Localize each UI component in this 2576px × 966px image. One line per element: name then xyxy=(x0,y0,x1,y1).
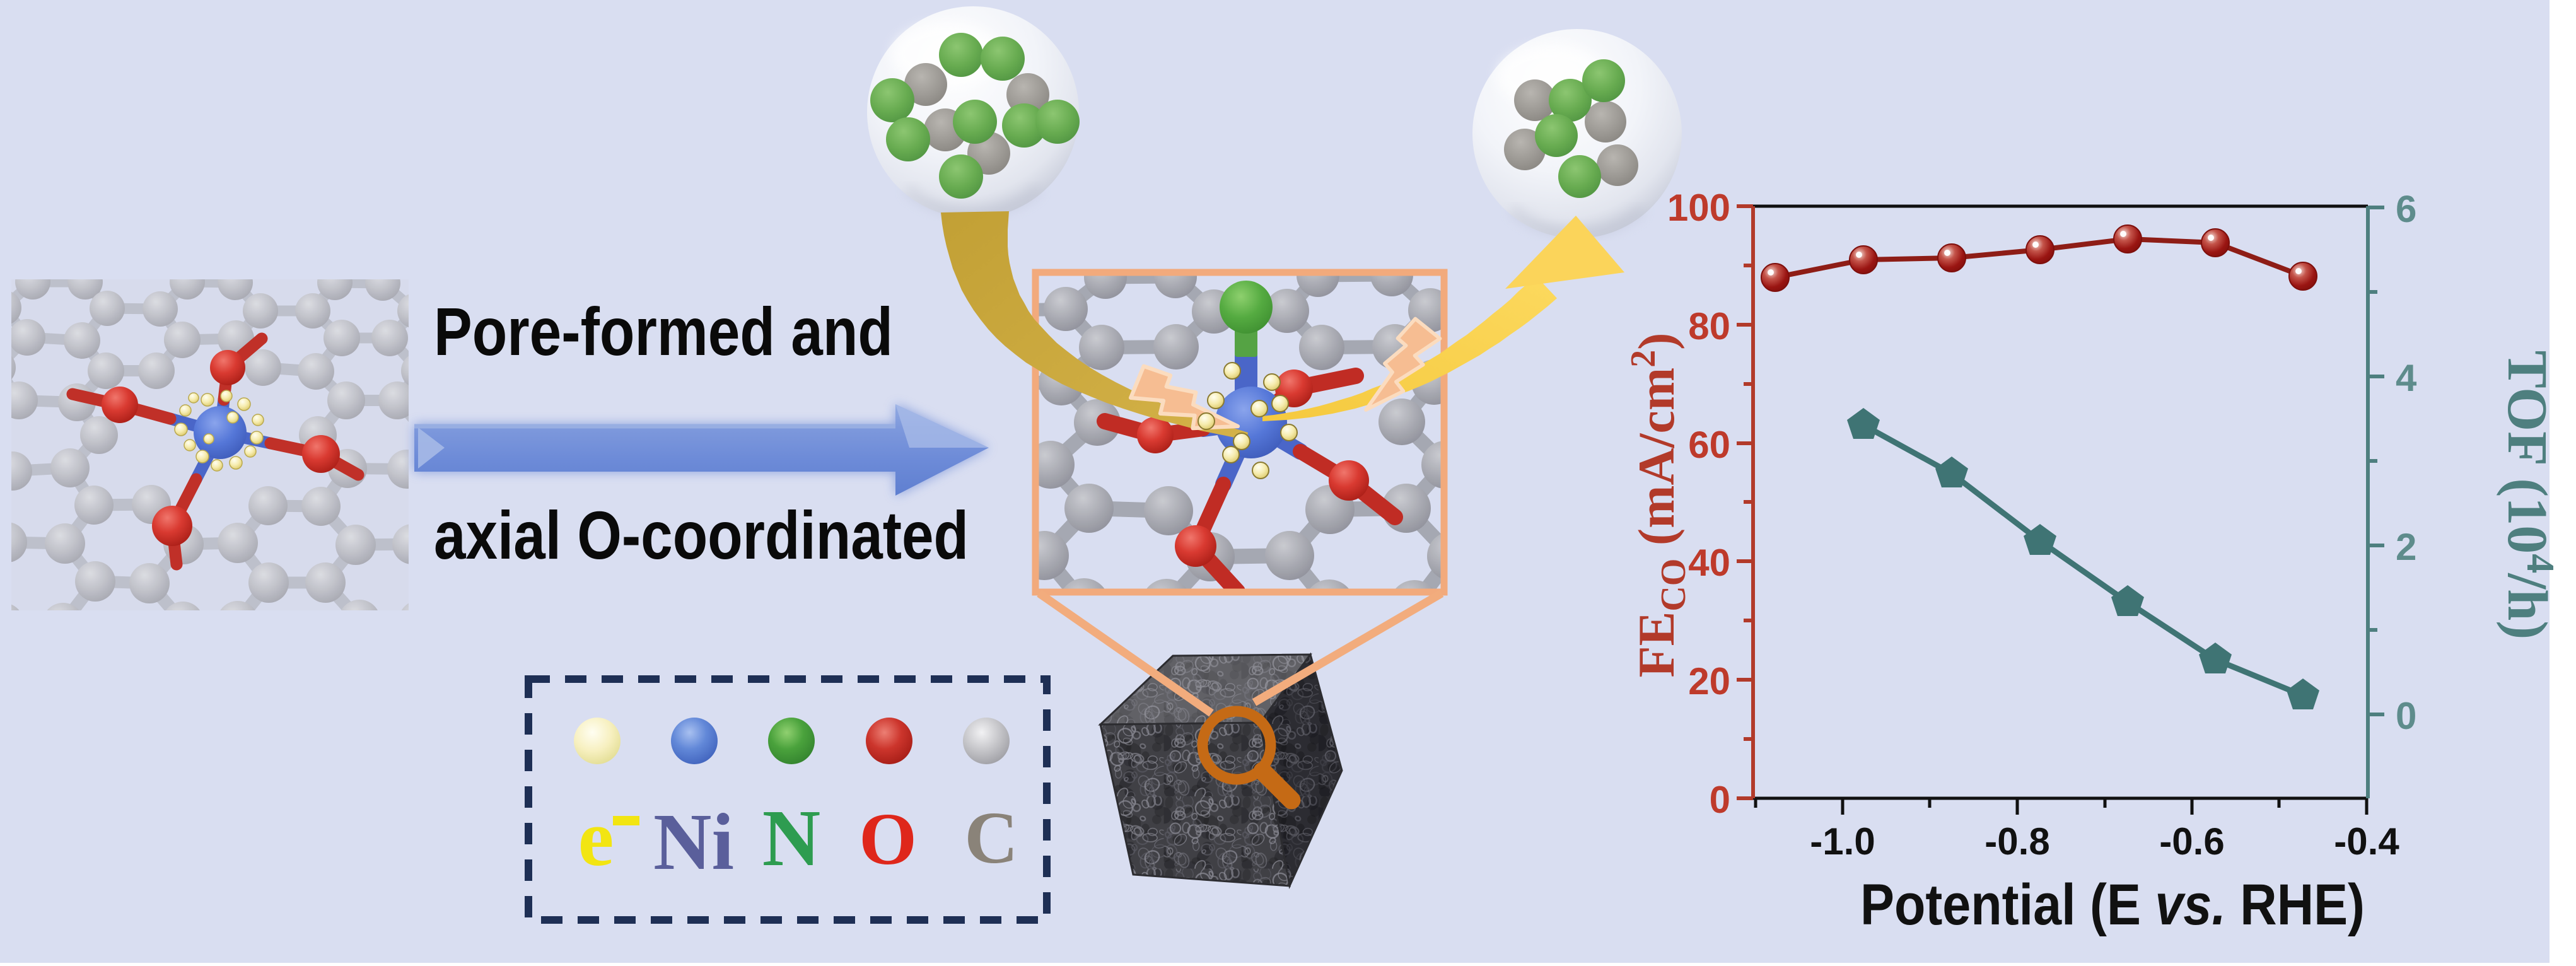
svg-text:-0.6: -0.6 xyxy=(2159,820,2224,863)
svg-text:e: e xyxy=(578,793,614,883)
svg-text:20: 20 xyxy=(1688,660,1730,702)
svg-text:FECO (mA/cm2): FECO (mA/cm2) xyxy=(1624,333,1693,678)
svg-text:Ni: Ni xyxy=(653,797,734,887)
svg-text:TOF (104/h): TOF (104/h) xyxy=(2496,351,2561,640)
svg-text:-1.0: -1.0 xyxy=(1810,820,1875,863)
svg-text:axial O-coordinated: axial O-coordinated xyxy=(434,497,969,573)
svg-text:100: 100 xyxy=(1667,187,1730,229)
svg-text:C: C xyxy=(964,796,1018,879)
svg-text:2: 2 xyxy=(2396,526,2416,568)
svg-text:-0.8: -0.8 xyxy=(1984,820,2049,863)
svg-text:-0.4: -0.4 xyxy=(2334,820,2399,863)
svg-text:0: 0 xyxy=(1710,779,1730,821)
svg-text:6: 6 xyxy=(2396,188,2416,230)
svg-text:Pore-formed and: Pore-formed and xyxy=(434,293,893,370)
svg-text:80: 80 xyxy=(1688,305,1730,347)
svg-text:O: O xyxy=(859,798,917,880)
svg-text:Potential (E vs. RHE): Potential (E vs. RHE) xyxy=(1860,873,2365,937)
svg-text:0: 0 xyxy=(2396,695,2416,737)
svg-text:60: 60 xyxy=(1688,424,1730,466)
svg-text:40: 40 xyxy=(1688,542,1730,584)
svg-text:4: 4 xyxy=(2396,357,2417,399)
svg-text:N: N xyxy=(762,793,820,883)
